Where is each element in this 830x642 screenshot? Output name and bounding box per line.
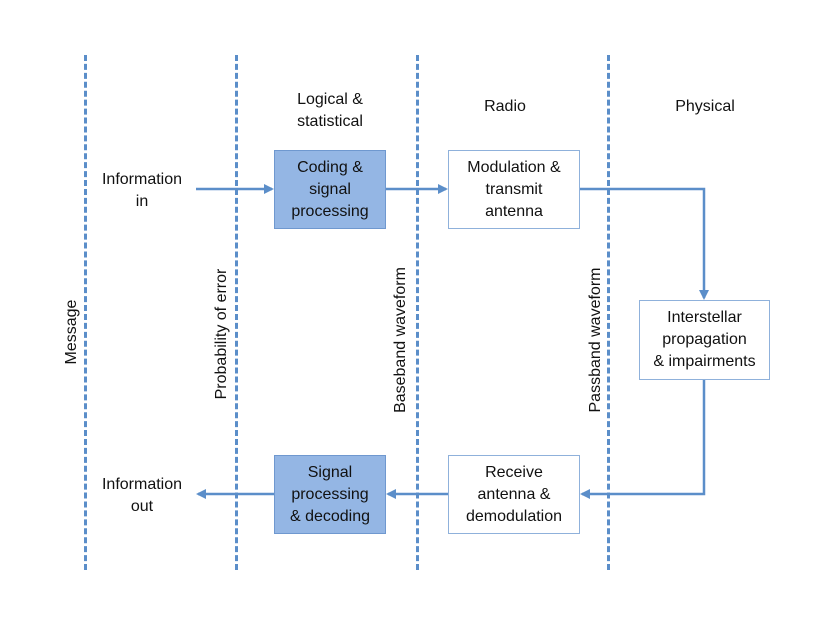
signal-processing-decoding-block: Signal processing & decoding (274, 455, 386, 534)
arrow-modulation-to-interstellar (580, 187, 709, 300)
information-in-label: Information in (101, 171, 183, 210)
divider-probability-line (235, 55, 238, 570)
column-heading-physical: Physical (675, 98, 735, 115)
divider-baseband-line (416, 55, 419, 570)
column-heading-radio: Radio (484, 98, 526, 115)
column-heading-logical: Logical & statistical (297, 91, 363, 130)
decoding-block-label: Signal processing & decoding (289, 463, 371, 525)
information-out-label: Information out (101, 476, 183, 515)
divider-message-line (84, 55, 87, 570)
interstellar-propagation-block: Interstellar propagation & impairments (639, 300, 770, 380)
coding-signal-processing-block: Coding & signal processing (274, 150, 386, 229)
coding-block-label: Coding & signal processing (291, 158, 369, 220)
modulation-block-label: Modulation & transmit antenna (467, 158, 561, 220)
receive-block-label: Receive antenna & demodulation (465, 463, 563, 525)
receive-demodulation-block: Receive antenna & demodulation (448, 455, 580, 534)
divider-passband-line (607, 55, 610, 570)
arrow-interstellar-to-receive (580, 380, 706, 499)
interstellar-block-label: Interstellar propagation & impairments (653, 309, 756, 370)
modulation-transmit-antenna-block: Modulation & transmit antenna (448, 150, 580, 229)
